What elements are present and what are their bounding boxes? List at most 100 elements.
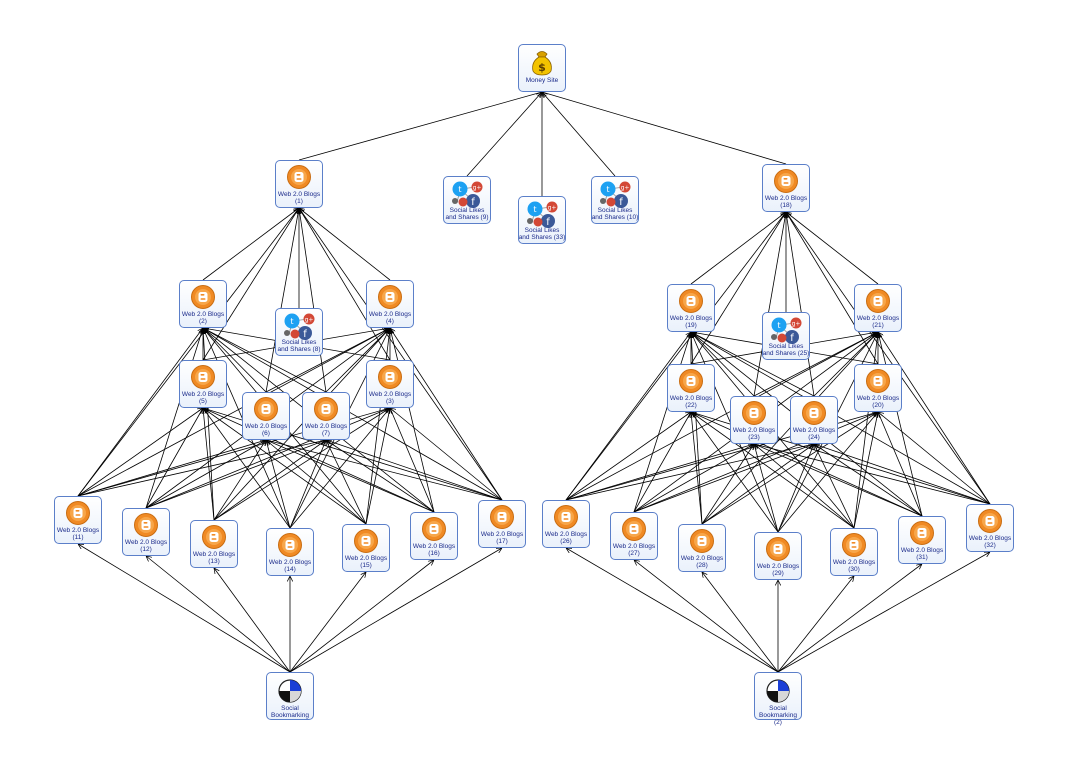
node-s8[interactable]: t g+ f Social Likes and Shares (8)	[275, 308, 323, 356]
node-w21[interactable]: Web 2.0 Blogs (21)	[854, 284, 902, 332]
bookmarking-icon	[278, 679, 302, 703]
edge-arrow	[878, 332, 991, 505]
edge-arrow	[542, 92, 616, 177]
blogger-icon	[287, 165, 311, 189]
node-w26[interactable]: Web 2.0 Blogs (26)	[542, 500, 590, 548]
node-w17[interactable]: Web 2.0 Blogs (17)	[478, 500, 526, 548]
node-s10[interactable]: t g+ f Social Likes and Shares (10)	[591, 176, 639, 224]
blogger-icon	[802, 401, 826, 425]
edge-arrow	[203, 328, 503, 501]
edge-arrow	[390, 328, 503, 501]
edge-arrow	[691, 332, 815, 397]
node-w22[interactable]: Web 2.0 Blogs (22)	[667, 364, 715, 412]
edge-arrow	[690, 212, 786, 285]
social-share-icon: t g+ f	[771, 317, 802, 344]
node-label: Web 2.0 Blogs (12)	[124, 539, 168, 553]
node-s25[interactable]: t g+ f Social Likes and Shares (25)	[762, 312, 810, 360]
edge-arrow	[691, 332, 991, 505]
edge-arrow	[777, 564, 922, 673]
node-w7[interactable]: Web 2.0 Blogs (7)	[302, 392, 350, 440]
edge-arrow	[203, 408, 291, 529]
node-label: Money Site	[525, 77, 559, 84]
node-label: Web 2.0 Blogs (26)	[544, 531, 588, 545]
node-w23[interactable]: Web 2.0 Blogs (23)	[730, 396, 778, 444]
money-bag-icon: $	[532, 51, 552, 76]
node-label: Social Bookmarking (2)	[759, 705, 797, 726]
node-label: Web 2.0 Blogs (13)	[192, 551, 236, 565]
node-w30[interactable]: Web 2.0 Blogs (30)	[830, 528, 878, 576]
edge-arrow	[265, 328, 390, 393]
edge-arrow	[565, 444, 754, 501]
node-w16[interactable]: Web 2.0 Blogs (16)	[410, 512, 458, 560]
node-w28[interactable]: Web 2.0 Blogs (28)	[678, 524, 726, 572]
node-s9[interactable]: t g+ f Social Likes and Shares (9)	[443, 176, 491, 224]
edge-arrow	[633, 332, 691, 513]
node-sb2[interactable]: Social Bookmarking (2)	[754, 672, 802, 726]
edge-arrow	[299, 208, 391, 361]
blogger-icon	[422, 517, 446, 541]
edge-arrow	[786, 212, 815, 397]
node-w20[interactable]: Web 2.0 Blogs (20)	[854, 364, 902, 412]
node-w18[interactable]: Web 2.0 Blogs (18)	[762, 164, 810, 212]
node-w3[interactable]: Web 2.0 Blogs (3)	[366, 360, 414, 408]
node-w4[interactable]: Web 2.0 Blogs (4)	[366, 280, 414, 328]
node-w2[interactable]: Web 2.0 Blogs (2)	[179, 280, 227, 328]
edge-arrow	[365, 408, 390, 525]
edge-arrow	[202, 208, 299, 281]
node-w12[interactable]: Web 2.0 Blogs (12)	[122, 508, 170, 556]
edge-arrow	[146, 556, 291, 673]
node-w27[interactable]: Web 2.0 Blogs (27)	[610, 512, 658, 560]
node-w24[interactable]: Web 2.0 Blogs (24)	[790, 396, 838, 444]
edge-arrow	[691, 412, 923, 517]
node-label: Web 2.0 Blogs (17)	[480, 531, 524, 545]
node-money[interactable]: $ Money Site	[518, 44, 566, 92]
node-w14[interactable]: Web 2.0 Blogs (14)	[266, 528, 314, 576]
node-label: Web 2.0 Blogs (1)	[277, 191, 321, 205]
edge-arrow	[299, 208, 503, 501]
blogger-icon	[254, 397, 278, 421]
blogger-icon	[354, 529, 378, 553]
node-label: Web 2.0 Blogs (15)	[344, 555, 388, 569]
edge-arrow	[77, 440, 326, 497]
node-label: Social Likes and Shares (25)	[762, 343, 810, 357]
edge-arrow	[299, 208, 327, 393]
edge-arrow	[390, 328, 435, 513]
node-w11[interactable]: Web 2.0 Blogs (11)	[54, 496, 102, 544]
blogger-icon	[278, 533, 302, 557]
edge-arrow	[298, 92, 542, 161]
edge-arrow	[878, 332, 923, 517]
edge-arrow	[145, 328, 203, 509]
edge-arrow	[786, 212, 991, 505]
node-w31[interactable]: Web 2.0 Blogs (31)	[898, 516, 946, 564]
node-label: Web 2.0 Blogs (20)	[856, 395, 900, 409]
svg-text:g+: g+	[305, 317, 314, 324]
node-sb1[interactable]: Social Bookmarking	[266, 672, 314, 720]
edge-arrow	[777, 412, 878, 533]
node-w19[interactable]: Web 2.0 Blogs (19)	[667, 284, 715, 332]
edge-arrow	[466, 92, 542, 177]
edge-arrow	[203, 408, 215, 521]
edge-arrow	[701, 444, 754, 525]
edge-arrow	[289, 572, 366, 673]
edge-arrow	[701, 444, 814, 525]
node-w5[interactable]: Web 2.0 Blogs (5)	[179, 360, 227, 408]
node-w6[interactable]: Web 2.0 Blogs (6)	[242, 392, 290, 440]
node-w13[interactable]: Web 2.0 Blogs (13)	[190, 520, 238, 568]
social-share-icon: t g+ f	[452, 181, 483, 208]
node-label: Web 2.0 Blogs (31)	[900, 547, 944, 561]
edge-arrow	[77, 408, 203, 497]
edge-arrow	[701, 412, 878, 525]
svg-text:t: t	[458, 185, 461, 194]
node-label: Web 2.0 Blogs (14)	[268, 559, 312, 573]
edge-arrow	[777, 576, 854, 673]
svg-text:$: $	[538, 61, 546, 74]
node-w15[interactable]: Web 2.0 Blogs (15)	[342, 524, 390, 572]
node-label: Social Likes and Shares (9)	[445, 207, 489, 221]
node-w1[interactable]: Web 2.0 Blogs (1)	[275, 160, 323, 208]
edge-arrow	[145, 408, 203, 509]
edge-arrow	[78, 544, 291, 673]
node-w29[interactable]: Web 2.0 Blogs (29)	[754, 532, 802, 580]
node-w32[interactable]: Web 2.0 Blogs (32)	[966, 504, 1014, 552]
node-s33[interactable]: t g+ f Social Likes and Shares (33)	[518, 196, 566, 244]
